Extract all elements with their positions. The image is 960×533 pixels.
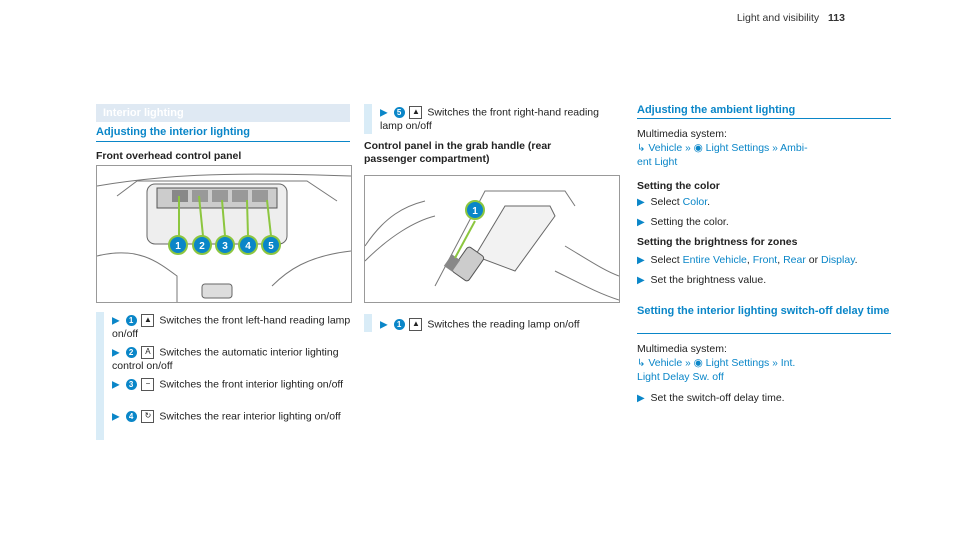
step5-bar (364, 104, 372, 134)
callout-5: 5 (268, 241, 274, 252)
subheading-grab-handle: Control panel in the grab handle (rear p… (364, 140, 552, 165)
rear-interior-light-icon: ↻ (141, 410, 155, 423)
step-number: 2 (125, 347, 137, 358)
step-text: Switches the front left-hand reading lam… (112, 314, 351, 340)
step-number: 3 (125, 379, 137, 390)
page-number: 113 (828, 12, 845, 24)
step-number: 5 (393, 107, 405, 118)
step-arrow-icon: ▶ (637, 255, 645, 266)
callout-1: 1 (472, 206, 478, 217)
heading-rule (637, 333, 891, 334)
step-text: Switches the front right-hand reading la… (380, 106, 599, 132)
path-arrow-icon: ↳ (637, 143, 646, 154)
step-text: Switches the reading lamp on/off (427, 318, 580, 331)
front-panel-figure: 1 2 3 4 5 (96, 165, 352, 303)
step-3: ▶ 3 − Switches the front interior lighti… (112, 378, 352, 392)
heading-ambient: Adjusting the ambient lighting (637, 104, 796, 116)
step-arrow-icon: ▶ (112, 411, 120, 423)
ms-label: Multimedia system: (637, 128, 727, 140)
step-text: Switches the automatic interior lighting… (112, 346, 339, 372)
path-vehicle: Vehicle (648, 357, 683, 369)
step-text: Switches the front interior lighting on/… (159, 378, 344, 391)
callout-3: 3 (222, 241, 228, 252)
section-title: Light and visibility (736, 12, 820, 24)
heading-adjust-interior: Adjusting the interior lighting (96, 126, 250, 138)
step-bright-2: ▶ Set the brightness value. (637, 274, 767, 286)
step-4: ▶ 4 ↻ Switches the rear interior lightin… (112, 410, 352, 424)
step-number: 4 (125, 411, 137, 422)
step-bar (364, 314, 372, 332)
step-number: 1 (125, 315, 137, 326)
step-grab-1: ▶ 1 ▲ Switches the reading lamp on/off (380, 318, 620, 332)
link-front: Front (752, 254, 778, 266)
step-arrow-icon: ▶ (637, 393, 645, 404)
step-arrow-icon: ▶ (637, 217, 645, 228)
auto-light-icon: A (141, 346, 155, 359)
path-int: Int. (780, 357, 796, 369)
link-rear: Rear (783, 254, 806, 266)
path-ambient-cont: ent Light (637, 155, 678, 168)
step-2: ▶ 2 A Switches the automatic interior li… (112, 346, 352, 372)
step-delay: ▶ Set the switch-off delay time. (637, 392, 785, 404)
subheading-brightness: Setting the brightness for zones (637, 236, 798, 248)
step-arrow-icon: ▶ (112, 347, 120, 359)
chevron-icon: » (685, 143, 691, 154)
section-bar-title: Interior lighting (103, 107, 184, 119)
ms-label-2: Multimedia system: (637, 343, 727, 355)
grab-handle-figure: 1 (364, 175, 620, 303)
step-arrow-icon: ▶ (637, 275, 645, 286)
chevron-icon: » (685, 358, 691, 369)
chevron-icon: » (772, 143, 778, 154)
step-text: Switches the rear interior lighting on/o… (159, 410, 341, 423)
step-1: ▶ 1 ▲ Switches the front left-hand readi… (112, 314, 352, 340)
subheading-front-panel: Front overhead control panel (96, 150, 242, 162)
step-color-2: ▶ Setting the color. (637, 216, 729, 228)
light-settings-icon: ◉ (693, 142, 703, 154)
step-arrow-icon: ▶ (112, 315, 120, 327)
front-interior-light-icon: − (141, 378, 155, 391)
heading-rule (96, 141, 350, 142)
link-entire-vehicle: Entire Vehicle (682, 254, 747, 266)
running-header: Light and visibility 113 (737, 12, 845, 24)
link-color: Color (682, 196, 708, 208)
path-delay: Light Delay Sw. off (637, 370, 724, 383)
step-arrow-icon: ▶ (380, 319, 388, 331)
path-light-settings: Light Settings (705, 142, 770, 154)
section-bar (96, 104, 350, 122)
step-number: 1 (393, 319, 405, 330)
subheading-color: Setting the color (637, 180, 720, 192)
path-vehicle: Vehicle (648, 142, 683, 154)
steps-bar (96, 312, 104, 440)
callout-1: 1 (175, 241, 181, 252)
callout-4: 4 (245, 241, 251, 252)
step-color-1: ▶ Select Color. (637, 196, 711, 208)
menu-path-2: ↳ Vehicle » ◉ Light Settings » Int. Ligh… (637, 357, 891, 383)
heading-rule (637, 118, 891, 119)
path-ambient: Ambi- (780, 142, 808, 154)
reading-lamp-icon: ▲ (141, 314, 155, 327)
callout-2: 2 (199, 241, 205, 252)
heading-delay: Setting the interior lighting switch-off… (637, 305, 890, 317)
step-bright-1: ▶ Select Entire Vehicle, Front, Rear or … (637, 254, 858, 266)
link-display: Display (821, 254, 855, 266)
menu-path-1: ↳ Vehicle » ◉ Light Settings » Ambi- ent… (637, 142, 891, 168)
chevron-icon: » (772, 358, 778, 369)
step-arrow-icon: ▶ (112, 379, 120, 391)
reading-lamp-icon: ▲ (409, 318, 423, 331)
path-light-settings: Light Settings (705, 357, 770, 369)
path-arrow-icon: ↳ (637, 358, 646, 369)
step-5: ▶ 5 ▲ Switches the front right-hand read… (380, 106, 620, 132)
step-arrow-icon: ▶ (380, 107, 388, 119)
step-arrow-icon: ▶ (637, 197, 645, 208)
reading-lamp-icon: ▲ (409, 106, 423, 119)
light-settings-icon: ◉ (693, 357, 703, 369)
